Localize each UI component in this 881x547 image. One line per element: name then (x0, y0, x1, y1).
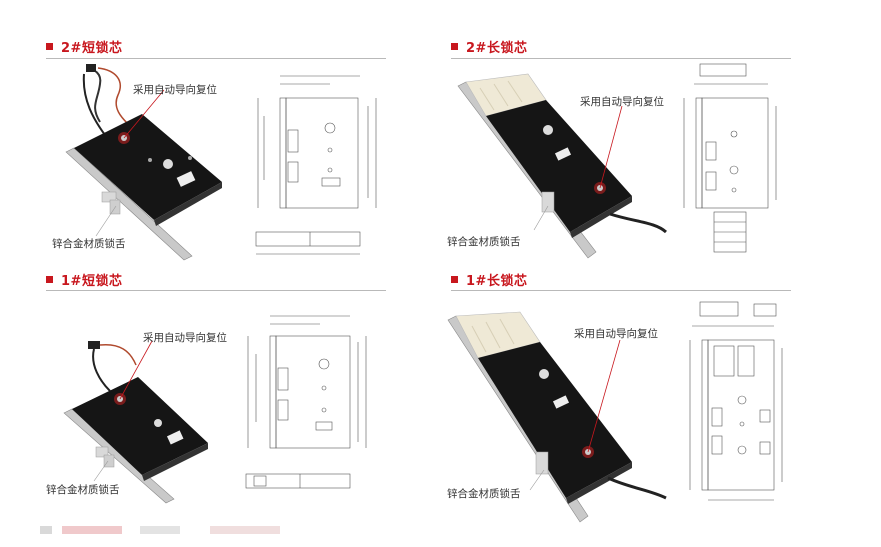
feature-label-zinc-latch: 锌合金材质锁舌 (52, 238, 126, 250)
section-divider (451, 58, 791, 59)
feature-label-auto-reset: 采用自动导向复位 (580, 96, 664, 108)
technical-drawing-2-long (683, 63, 777, 253)
section-marker (451, 42, 458, 50)
section-title: 1#短锁芯 (61, 273, 123, 289)
feature-label-auto-reset: 采用自动导向复位 (574, 328, 658, 340)
section-header-2-long: 2#长锁芯 (451, 37, 528, 56)
feature-label-zinc-latch: 锌合金材质锁舌 (46, 484, 120, 496)
technical-drawing-1-short (245, 315, 367, 489)
section-title: 1#长锁芯 (466, 273, 528, 289)
lock-photo-1-long (447, 311, 667, 523)
section-divider (451, 290, 791, 291)
feature-label-zinc-latch: 锌合金材质锁舌 (447, 236, 521, 248)
section-header-1-short: 1#短锁芯 (46, 270, 123, 289)
section-marker (451, 275, 458, 283)
lock-photo-1-short (63, 340, 208, 504)
technical-drawing-1-long (689, 301, 783, 501)
feature-label-auto-reset: 采用自动导向复位 (143, 332, 227, 344)
technical-drawing-2-short (255, 75, 377, 255)
feature-label-zinc-latch: 锌合金材质锁舌 (447, 488, 521, 500)
lock-photo-2-short (65, 64, 222, 261)
section-marker (46, 275, 53, 283)
section-header-1-long: 1#长锁芯 (451, 270, 528, 289)
section-title: 2#长锁芯 (466, 40, 528, 56)
feature-label-auto-reset: 采用自动导向复位 (133, 84, 217, 96)
section-divider (46, 58, 386, 59)
cropped-next-section (40, 526, 280, 534)
section-marker (46, 42, 53, 50)
lock-photo-2-long (457, 73, 668, 259)
section-title: 2#短锁芯 (61, 40, 123, 56)
section-divider (46, 290, 386, 291)
section-header-2-short: 2#短锁芯 (46, 37, 123, 56)
